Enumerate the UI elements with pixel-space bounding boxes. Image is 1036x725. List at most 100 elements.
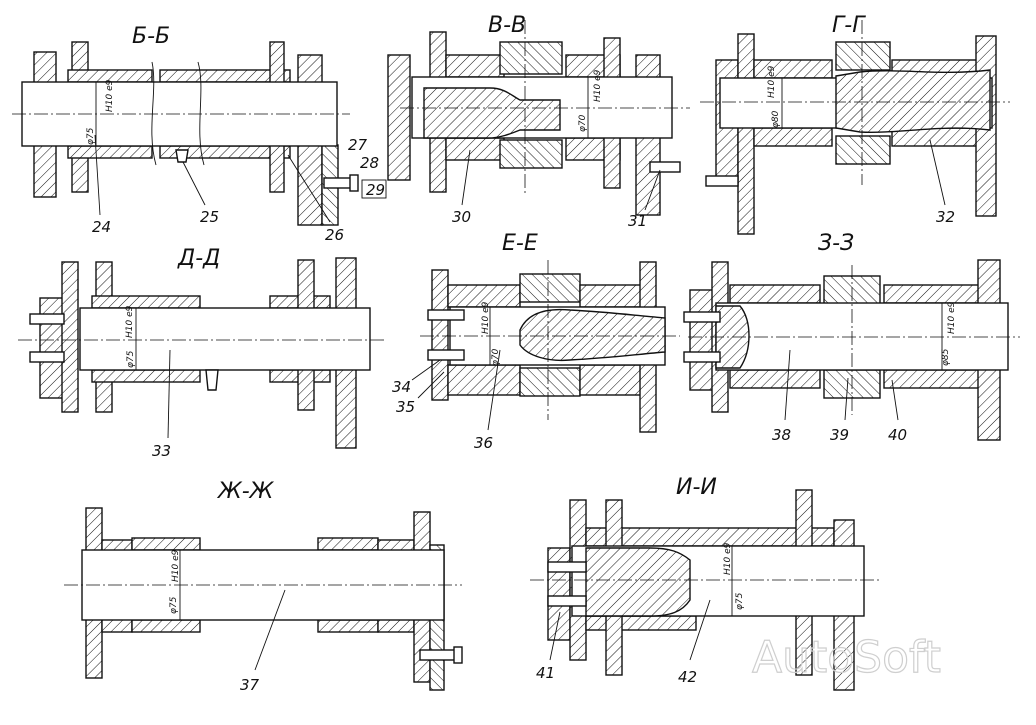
leader: [254, 589, 286, 671]
diameter-label: φ75: [169, 596, 179, 614]
bushing-top: [317, 537, 379, 551]
fit-tolerance: H10 e9: [171, 549, 181, 582]
housing-top: [883, 284, 981, 304]
diameter-label: φ70: [578, 114, 588, 132]
leader: [94, 134, 101, 216]
callout-34: 34: [392, 378, 411, 396]
bolt: [547, 561, 587, 573]
fit-tolerance: H10 e9: [125, 305, 135, 338]
break-line: [151, 61, 157, 166]
section-title: Б-Б: [132, 24, 170, 49]
leader: [549, 611, 561, 661]
bushing-bottom: [317, 619, 379, 633]
callout-38: 38: [772, 426, 791, 444]
callout-box: [361, 179, 387, 199]
callout-41: 41: [536, 664, 555, 682]
callout-30: 30: [452, 208, 471, 226]
leader: [182, 161, 206, 206]
callout-28: 28: [360, 154, 379, 172]
leader: [167, 349, 171, 439]
bearing: [519, 273, 581, 303]
bolt: [705, 175, 739, 187]
diameter-label: φ80: [771, 110, 781, 128]
shaft-end: [519, 308, 666, 362]
section-zhzh: Ж-Ж H10 e9 φ75 37: [64, 479, 463, 694]
nut: [349, 174, 359, 192]
shaft: [715, 302, 1009, 371]
housing-bottom: [91, 369, 201, 383]
callout-29: 29: [366, 181, 385, 199]
flange: [737, 33, 755, 235]
section-title: И-И: [676, 475, 717, 500]
housing-bottom: [729, 369, 821, 389]
section-ii: И-И H10 e9 φ75 41 42: [530, 475, 880, 691]
callout-31: 31: [628, 212, 647, 230]
callout-42: 42: [678, 668, 697, 686]
bolt: [683, 351, 721, 363]
flange: [431, 269, 449, 401]
bolt: [29, 313, 65, 325]
callout-33: 33: [152, 442, 171, 460]
section-title: З-З: [818, 231, 854, 256]
callout-35: 35: [396, 398, 415, 416]
bearing: [499, 41, 563, 75]
fit-tolerance: H10 e9: [481, 301, 491, 334]
leader: [844, 377, 849, 421]
section-title: Ж-Ж: [216, 479, 275, 504]
section-vv: В-В H10 e9 φ70 30 31: [387, 13, 690, 230]
bolt: [649, 161, 681, 173]
callout-26: 26: [325, 226, 344, 244]
housing-bottom: [753, 127, 833, 147]
fit-tolerance: H10 e9: [723, 542, 733, 575]
bearing: [499, 139, 563, 169]
housing-top: [91, 295, 201, 309]
bolt: [427, 349, 465, 361]
flange: [61, 261, 79, 413]
bolt: [683, 311, 721, 323]
bolt: [427, 309, 465, 321]
leader: [411, 359, 441, 381]
wall: [33, 144, 57, 198]
cover: [689, 289, 715, 391]
fit-tolerance: H10 e9: [593, 69, 603, 102]
diameter-label: φ75: [735, 592, 745, 610]
housing-top: [753, 59, 833, 79]
section-title: Д-Д: [177, 246, 220, 271]
bearing: [519, 367, 581, 397]
leader: [417, 371, 445, 399]
housing-bottom: [585, 615, 697, 631]
section-title: Г-Г: [832, 13, 866, 38]
section-bb: Б-Б H10 e9 φ75 24 25 26 27 28: [12, 24, 387, 244]
callout-25: 25: [200, 208, 219, 226]
diameter-label: φ75: [126, 350, 136, 368]
fit-tolerance: H10 e9: [767, 65, 777, 98]
housing-top: [729, 284, 821, 304]
leader: [689, 599, 711, 661]
callout-24: 24: [92, 218, 111, 236]
leader: [929, 139, 946, 206]
watermark: AutoSoft: [752, 632, 941, 683]
bolt: [419, 649, 459, 661]
section-dd: Д-Д H10 e9 φ75 33: [18, 246, 385, 460]
housing-bottom: [445, 137, 505, 161]
bushing-bottom: [131, 619, 201, 633]
leader: [287, 154, 331, 223]
diameter-label: φ70: [491, 348, 501, 366]
housing-bottom: [67, 145, 153, 159]
break-line: [197, 61, 205, 166]
bearing: [835, 41, 891, 71]
section-title: Е-Е: [502, 231, 538, 256]
nut: [453, 646, 463, 664]
cover: [387, 54, 411, 181]
shaft: [79, 307, 371, 371]
callout-27: 27: [348, 136, 368, 154]
housing-top: [445, 54, 505, 78]
callout-37: 37: [240, 676, 260, 694]
leader: [784, 349, 791, 421]
callout-40: 40: [888, 426, 907, 444]
housing-bottom: [447, 364, 521, 396]
leader: [461, 149, 471, 206]
grease-nipple: [205, 369, 219, 391]
section-zz: З-З H10 e9 φ85 38 39 40: [683, 231, 1020, 444]
